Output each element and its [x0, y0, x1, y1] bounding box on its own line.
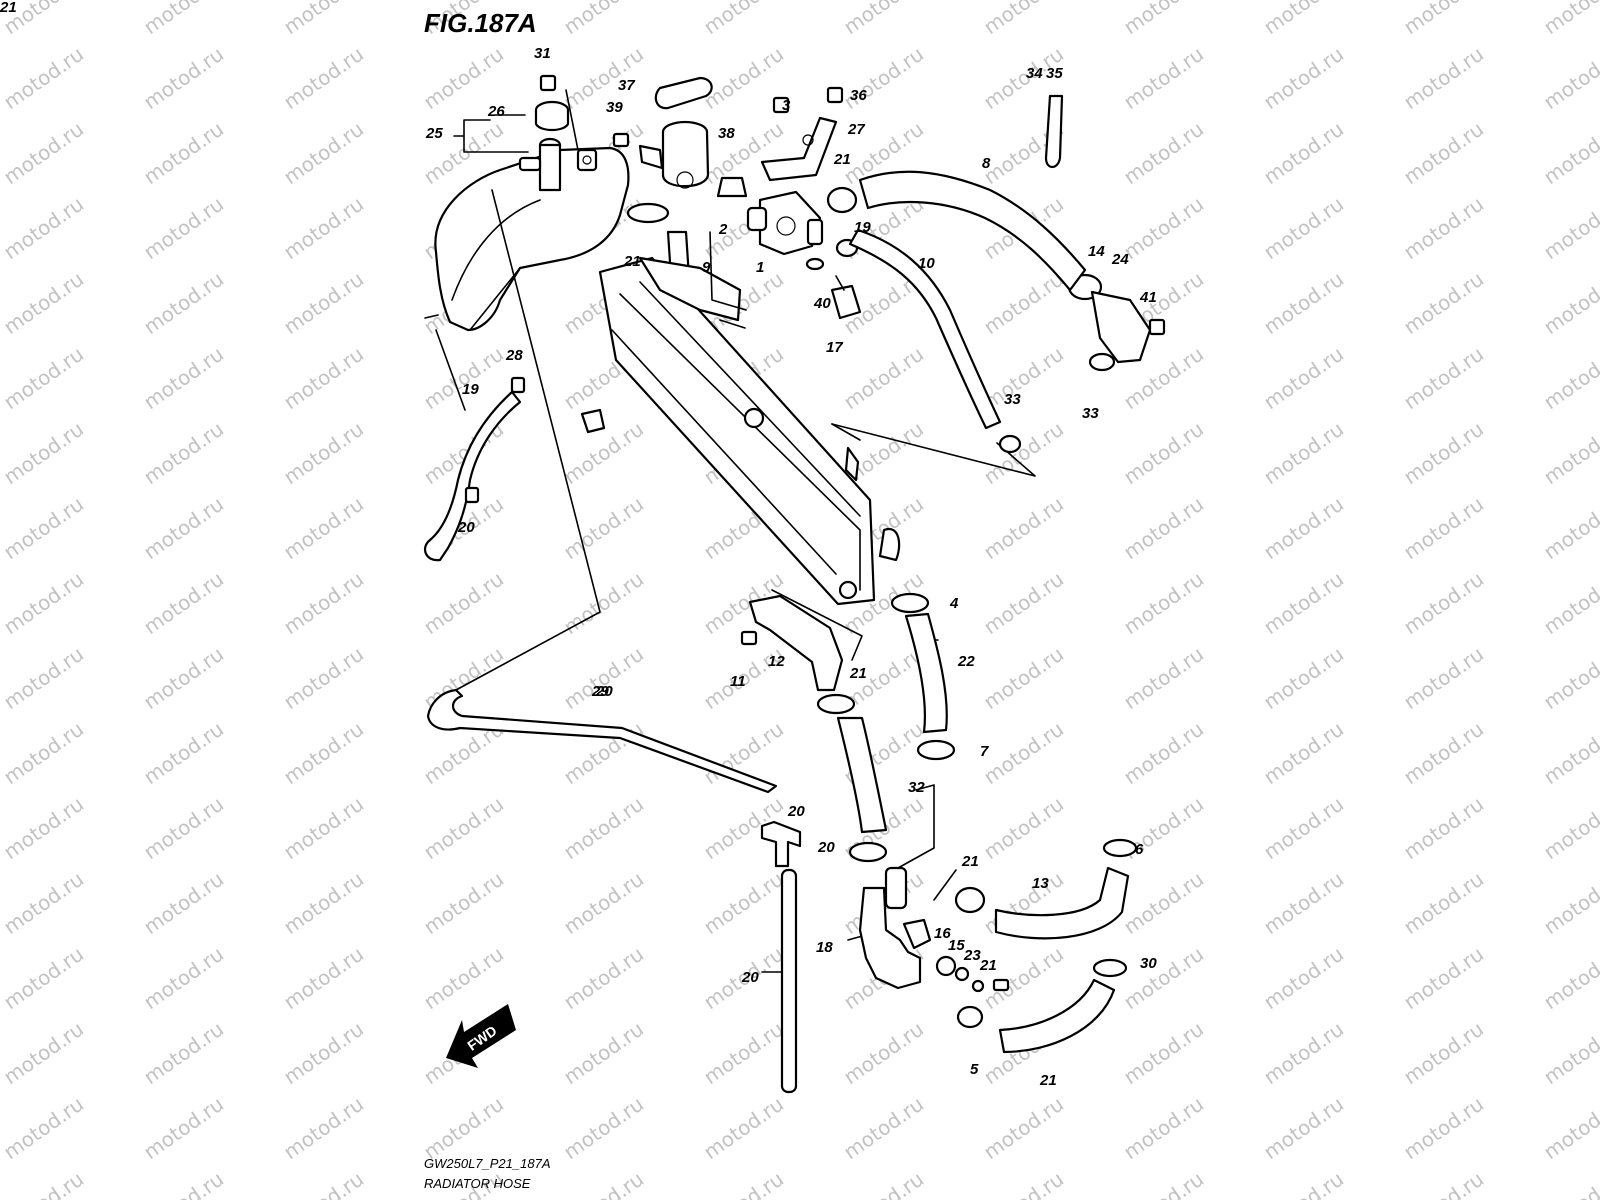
hose-10	[848, 228, 1002, 430]
callout-33: 33	[1004, 391, 1021, 408]
hose-30	[780, 868, 798, 1094]
callout-21: 21	[1040, 1072, 1057, 1089]
callout-37: 37	[618, 77, 635, 94]
callout-34: 34	[1026, 65, 1043, 82]
callout-32: 32	[908, 779, 925, 796]
callout-21: 21	[0, 0, 17, 16]
water-pipe-11	[740, 589, 863, 692]
hose-6	[994, 866, 1130, 940]
temperature-sensor	[805, 257, 862, 320]
callout-12: 12	[768, 653, 785, 670]
callout-13: 13	[1032, 875, 1049, 892]
thermostat-housing	[612, 76, 713, 189]
thermostat	[716, 176, 748, 198]
callout-24: 24	[1112, 251, 1129, 268]
hose-28	[423, 390, 522, 562]
joint-32	[760, 820, 802, 868]
callout-3: 3	[782, 97, 791, 114]
callout-21: 21	[624, 253, 641, 270]
callout-39: 39	[606, 99, 623, 116]
callout-10: 10	[918, 255, 935, 272]
callout-22: 22	[958, 653, 975, 670]
callout-1: 1	[756, 259, 765, 276]
callout-41: 41	[1140, 289, 1157, 306]
callout-20: 20	[458, 519, 475, 536]
diagram-code: GW250L7_P21_187A	[424, 1156, 551, 1171]
reservoir-tank	[424, 137, 630, 332]
callout-25: 25	[426, 125, 443, 142]
callout-2: 2	[719, 221, 728, 238]
hose-29	[426, 688, 778, 794]
callout-28: 28	[506, 347, 523, 364]
callout-7: 7	[980, 743, 989, 760]
callout-23: 23	[964, 947, 981, 964]
callout-21: 21	[850, 665, 867, 682]
callout-30: 30	[1140, 955, 1157, 972]
callout-20: 20	[742, 969, 759, 986]
callout-18: 18	[816, 939, 833, 956]
bracket	[760, 116, 838, 182]
clip-33b	[464, 486, 480, 504]
reservoir-cap-body	[534, 108, 570, 132]
callout-20: 20	[818, 839, 835, 856]
hose-4	[904, 612, 948, 734]
callout-31: 31	[534, 45, 551, 62]
callout-9: 9	[702, 259, 711, 276]
callout-38: 38	[718, 125, 735, 142]
callout-14: 14	[1088, 243, 1105, 260]
callout-20: 20	[788, 803, 805, 820]
callout-5: 5	[970, 1061, 979, 1078]
water-outlet-13	[858, 866, 1010, 993]
callout-29: 29	[592, 683, 609, 700]
callout-26: 26	[488, 103, 505, 120]
callout-40: 40	[814, 295, 831, 312]
callout-27: 27	[848, 121, 865, 138]
hose-8	[858, 170, 1087, 292]
callout-16: 16	[934, 925, 951, 942]
clip-33a	[510, 376, 526, 394]
figure-title: FIG.187A	[424, 8, 537, 38]
callout-21: 21	[980, 957, 997, 974]
callout-21: 21	[834, 151, 851, 168]
bolt-31	[539, 74, 557, 92]
callout-35: 35	[1046, 65, 1063, 82]
callout-8: 8	[982, 155, 991, 172]
callout-4: 4	[950, 595, 959, 612]
forward-arrow-icon	[446, 1004, 516, 1068]
bolt-3	[772, 96, 790, 114]
hose-fitting-14	[1088, 290, 1166, 372]
bolt-36	[826, 86, 844, 104]
callout-11: 11	[730, 673, 746, 690]
callout-21: 21	[962, 853, 979, 870]
thermostat-body	[746, 190, 824, 256]
callout-33: 33	[1082, 405, 1099, 422]
callout-17: 17	[826, 339, 843, 356]
callout-36: 36	[850, 87, 867, 104]
hose-5	[998, 978, 1116, 1054]
callout-6: 6	[1135, 841, 1144, 858]
callout-20: 20	[596, 683, 613, 700]
hose-7	[836, 716, 888, 834]
callout-15: 15	[948, 937, 965, 954]
callout-19: 19	[462, 381, 479, 398]
callout-19: 19	[854, 219, 871, 236]
cable-tie	[1044, 94, 1064, 169]
radiator	[580, 231, 901, 606]
diagram-subtitle: RADIATOR HOSE	[424, 1176, 531, 1191]
